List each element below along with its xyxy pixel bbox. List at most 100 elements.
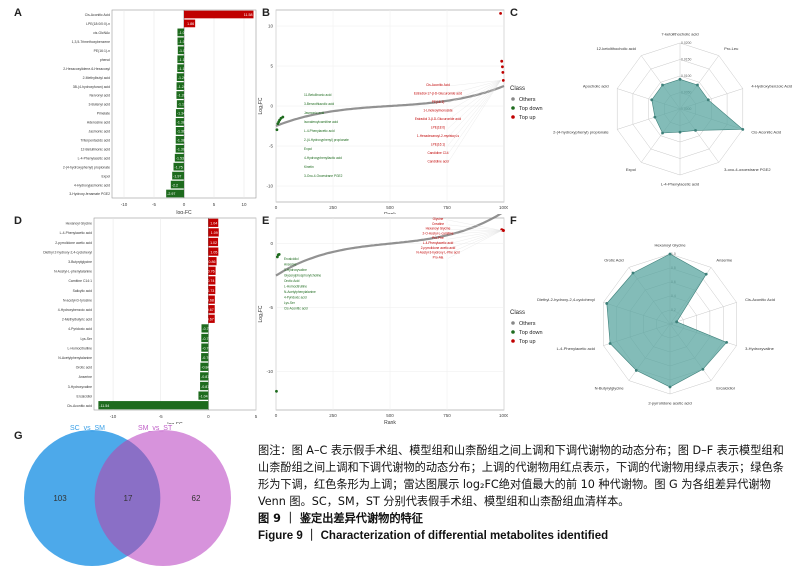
up-metabolite-label: PE(16:1) [432,100,445,104]
legend-swatch [511,106,515,110]
x-tick-label: 1000 [499,413,508,418]
label-leader [447,80,501,87]
up-metabolite-label: LPE(16:1) [431,143,445,147]
bar [208,285,216,295]
up-metabolite-label: LPE(18:0) [431,126,445,130]
bar [184,10,254,19]
radar-point [678,77,682,81]
bar-value-label: -1.97 [173,174,181,178]
radar-point [653,115,657,119]
category-label: Jasmonic acid [89,130,111,134]
x-tick-label: 0 [275,413,278,418]
radar-point [668,252,672,256]
label-leader [447,230,502,254]
bar [177,64,184,73]
radar-point [608,342,612,345]
radar-axis-label: Ercalcidiol [716,385,734,390]
legend-swatch [511,115,515,119]
bar [208,266,216,275]
label-leader [447,80,501,163]
bar [208,228,219,237]
x-tick-label: -10 [110,414,117,419]
bar [176,82,184,90]
radar-point [696,83,699,87]
legend-label: Others [519,97,536,103]
radar-point [661,83,664,87]
panel-label-a: A [14,7,22,19]
bar-value-label: 0.67 [207,318,214,322]
category-label: Salicylic acid [73,289,93,293]
y-tick-label: 10 [268,24,274,29]
bar-value-label: 0.68 [207,298,214,302]
category-label: cis-GlcNAc [93,31,110,35]
caption-title-cn: 图 9 ｜ 鉴定出差异代谢物的特征 [258,512,423,525]
radar-axis-label: N-Butyrylglycine [595,385,625,390]
radar-axis-label: Diethyl-2-hydroxy-2,4-cyclohexyl [537,297,595,302]
bar [208,257,217,266]
down-metabolite-label: 3-Benzothiazolic acid [304,102,334,106]
bar-value-label: -0.76 [202,356,210,360]
x-axis-title: Rank [384,212,396,214]
caption-title-en: Figure 9 ｜ Characterization of different… [258,530,609,542]
bar-value-label: -1.39 [177,147,185,151]
down-metabolite-label: Expol [304,147,312,151]
legend-label: Top up [519,115,536,121]
y-tick-label: -10 [266,369,273,374]
venn-left-only: 103 [53,494,67,503]
y-axis-title: Log₂FC [258,97,264,114]
label-leader [447,80,501,146]
bar-value-label: -1.04 [199,394,207,398]
x-tick-label: 1000 [499,205,508,210]
venn-diagram: SC_vs_SM SM_vs_ST 103 17 62 [24,425,231,566]
up-metabolite-label: Candidine acid [427,160,448,164]
bar-value-label: -1.75 [175,165,183,169]
down-metabolite-label: 3-Oxo-4-Oxoestrane PGE2 [304,174,343,178]
x-tick-label: -5 [152,202,156,207]
label-leader [447,230,502,235]
bar-value-label: -2.2 [172,183,178,187]
label-leader [447,80,501,138]
legend-title: Class [510,310,525,316]
category-label: 12-Betullinonic acid [81,147,111,151]
bar-value-label: -1.19 [178,103,186,107]
label-leader [447,230,502,259]
y-tick-label: 5 [270,64,273,69]
x-tick-label: 750 [443,413,451,418]
radar-axis-label: Anserine [716,258,733,263]
radar-axis-label: L-4-Phenylacetic acid [661,182,699,187]
category-label: Pimelate [97,112,110,116]
category-label: Cis-Aconitic acid [67,404,92,408]
radar-point [704,272,708,276]
x-tick-label: 0 [207,414,210,419]
y-tick-label: -5 [269,144,273,149]
y-tick-label: 0 [270,104,273,109]
x-tick-label: 10 [241,202,247,207]
radar-spoke [669,302,737,325]
bar [208,247,219,256]
bar-value-label: -0.74 [202,337,210,341]
up-metabolite-label: Estradiol 3-β-D-Glucuronide acid [415,117,462,121]
bar [175,118,184,126]
bar-value-label: 0.73 [207,289,214,293]
panel-label-g: G [14,430,23,442]
venn-left-label: SC_vs_SM [70,425,105,432]
bar-value-label: -0.87 [201,375,209,379]
bar [208,218,219,227]
metabolite-rank-curve [275,84,505,128]
bar [208,237,219,247]
category-label: PE(16:1)-n [94,49,111,53]
bar [200,362,209,371]
bar-value-label: 0.74 [207,279,214,283]
venn-overlap [94,439,161,557]
radar-axis-label: 4-Hydroxybenzoic Acid [751,83,792,88]
bar [174,153,184,162]
category-label: L-4-Phenylacetic acid [60,231,93,235]
bar [177,37,184,46]
up-point [501,79,505,82]
bar-value-label: -1.34 [177,112,185,116]
down-metabolite-label: 2-(4-Hydroxyphenyl) propionate [304,138,349,142]
category-label: 4-Hydroxyjasmonic acid [74,183,110,187]
bar [201,353,209,362]
